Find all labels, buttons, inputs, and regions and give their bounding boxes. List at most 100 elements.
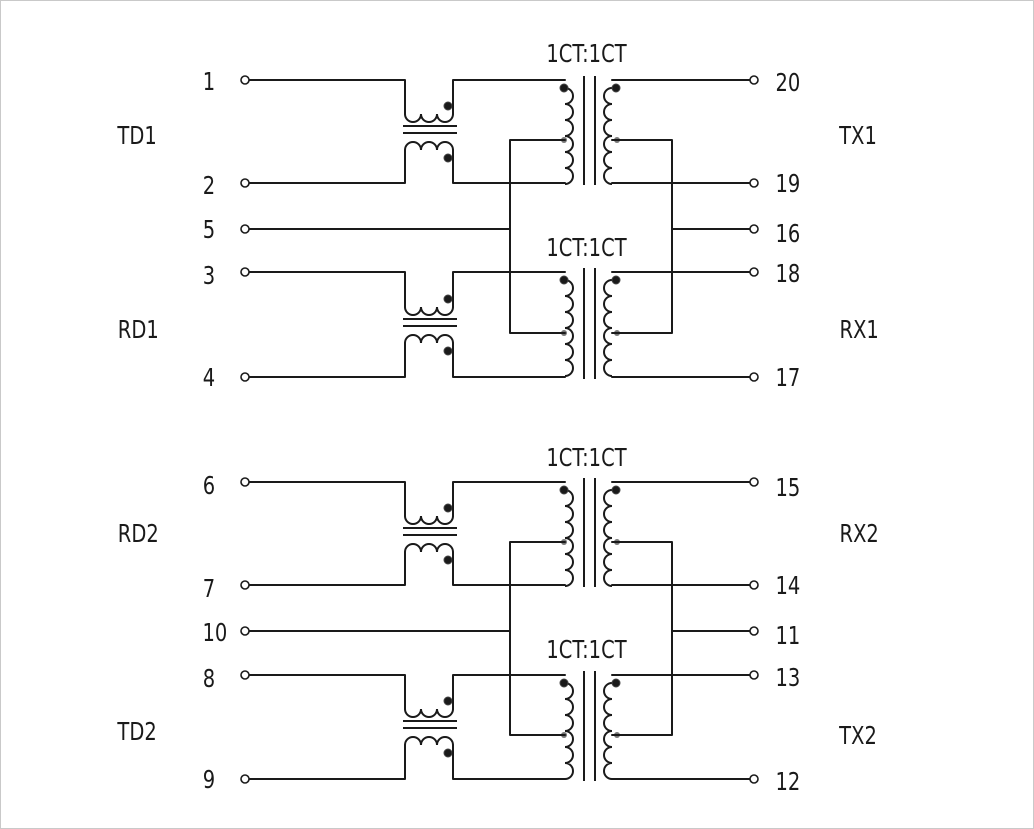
block-4-choke-out-top (452, 674, 566, 710)
pin-label-11: 11 (775, 622, 800, 651)
ct-bus-left-2 (509, 541, 566, 736)
block-3-xfmr-dot-1 (559, 485, 569, 495)
terminal-left-4 (240, 267, 250, 277)
block-2-choke-out-bot (452, 342, 566, 378)
signal-label-tx2: TX2 (838, 722, 877, 751)
ct-bus-right-1 (611, 139, 673, 334)
block-4-choke-dot-2 (443, 748, 453, 758)
block-1-in-bot-wire (248, 154, 406, 184)
pin-label-19: 19 (775, 170, 800, 199)
block-4-xfmr-secondary (603, 682, 613, 780)
block-4-in-bot-wire (248, 750, 406, 780)
pin-label-9: 9 (203, 766, 215, 795)
block-1-choke-out-top (452, 79, 566, 115)
block-4-choke-bot-coil (404, 736, 454, 746)
terminal-left-1 (240, 75, 250, 85)
pin-label-14: 14 (775, 572, 800, 601)
block-1-xfmr-dot-1 (559, 83, 569, 93)
block-1-choke-bot-coil (404, 141, 454, 151)
block-1-choke-top-coil (404, 113, 454, 123)
block-2-choke-out-top (452, 271, 566, 308)
block-2-xfmr-secondary (603, 279, 613, 377)
terminal-right-9 (749, 670, 759, 680)
ratio-label-1: 1CT:1CT (546, 40, 627, 69)
pin-label-15: 15 (775, 474, 800, 503)
block-1-in-top-wire (248, 79, 406, 109)
block-3-in-top-wire (248, 481, 406, 511)
ct-bus-right-2 (611, 541, 673, 736)
block-2-xfmr-primary (564, 279, 574, 377)
block-3-xfmr-primary (564, 489, 574, 587)
terminal-right-2 (749, 178, 759, 188)
pin-label-7: 7 (203, 575, 215, 604)
pin-label-16: 16 (775, 220, 800, 249)
block-3-choke-dot-1 (443, 503, 453, 513)
pin-label-5: 5 (203, 216, 215, 245)
block-3-xfmr-dot-2 (611, 485, 621, 495)
block-2-choke-dot-1 (443, 294, 453, 304)
terminal-left-5 (240, 372, 250, 382)
block-4-choke-top-coil (404, 708, 454, 718)
block-4-choke-dot-1 (443, 696, 453, 706)
terminal-right-7 (749, 580, 759, 590)
block-4-in-top-wire (248, 674, 406, 704)
terminal-right-8 (749, 626, 759, 636)
block-2-choke-bot-coil (404, 334, 454, 344)
terminal-left-10 (240, 774, 250, 784)
block-2-choke-top-coil (404, 306, 454, 316)
terminal-right-5 (749, 372, 759, 382)
terminal-left-7 (240, 580, 250, 590)
block-3-choke-bot-coil (404, 543, 454, 553)
block-1-choke-out-bot (452, 149, 566, 184)
block-1-choke-dot-1 (443, 101, 453, 111)
pin-label-13: 13 (775, 664, 800, 693)
pin-label-18: 18 (775, 260, 800, 289)
block-3-choke-top-coil (404, 515, 454, 525)
signal-label-td2: TD2 (117, 718, 157, 747)
signal-label-rx1: RX1 (840, 316, 879, 345)
signal-label-tx1: TX1 (838, 122, 877, 151)
circuit-wiring (240, 75, 759, 784)
block-1-choke-dot-2 (443, 153, 453, 163)
block-2-xfmr-dot-2 (611, 275, 621, 285)
block-2-in-bot-wire (248, 348, 406, 378)
ratio-label-2: 1CT:1CT (546, 234, 627, 263)
block-3-choke-out-top (452, 481, 566, 517)
block-2-xfmr-dot-1 (559, 275, 569, 285)
block-4-xfmr-dot-1 (559, 678, 569, 688)
block-2-in-top-wire (248, 271, 406, 301)
block-2-choke-dot-2 (443, 346, 453, 356)
signal-label-rd1: RD1 (118, 316, 159, 345)
terminal-right-3 (749, 224, 759, 234)
block-1-xfmr-secondary (603, 87, 613, 185)
block-3-choke-dot-2 (443, 555, 453, 565)
terminal-left-3 (240, 224, 250, 234)
terminal-left-9 (240, 670, 250, 680)
pin-label-8: 8 (203, 665, 215, 694)
pin-label-20: 20 (775, 69, 800, 98)
terminal-right-1 (749, 75, 759, 85)
terminal-left-8 (240, 626, 250, 636)
signal-label-td1: TD1 (117, 122, 157, 151)
pin-label-6: 6 (203, 472, 215, 501)
terminal-right-10 (749, 774, 759, 784)
pin-label-12: 12 (775, 768, 800, 797)
terminal-right-4 (749, 267, 759, 277)
block-4-xfmr-dot-2 (611, 678, 621, 688)
ct-bus-left-1 (509, 139, 566, 334)
pin-label-4: 4 (203, 364, 215, 393)
block-3-xfmr-secondary (603, 489, 613, 587)
block-4-xfmr-primary (564, 682, 574, 780)
pin-label-10: 10 (202, 619, 227, 648)
block-1-xfmr-dot-2 (611, 83, 621, 93)
terminal-left-2 (240, 178, 250, 188)
pin-label-17: 17 (775, 364, 800, 393)
block-3-in-bot-wire (248, 556, 406, 586)
pin-label-3: 3 (203, 262, 215, 291)
terminal-right-6 (749, 477, 759, 487)
signal-label-rd2: RD2 (118, 520, 159, 549)
block-1-xfmr-primary (564, 87, 574, 185)
ratio-label-4: 1CT:1CT (546, 636, 627, 665)
block-4-choke-out-bot (452, 744, 566, 780)
